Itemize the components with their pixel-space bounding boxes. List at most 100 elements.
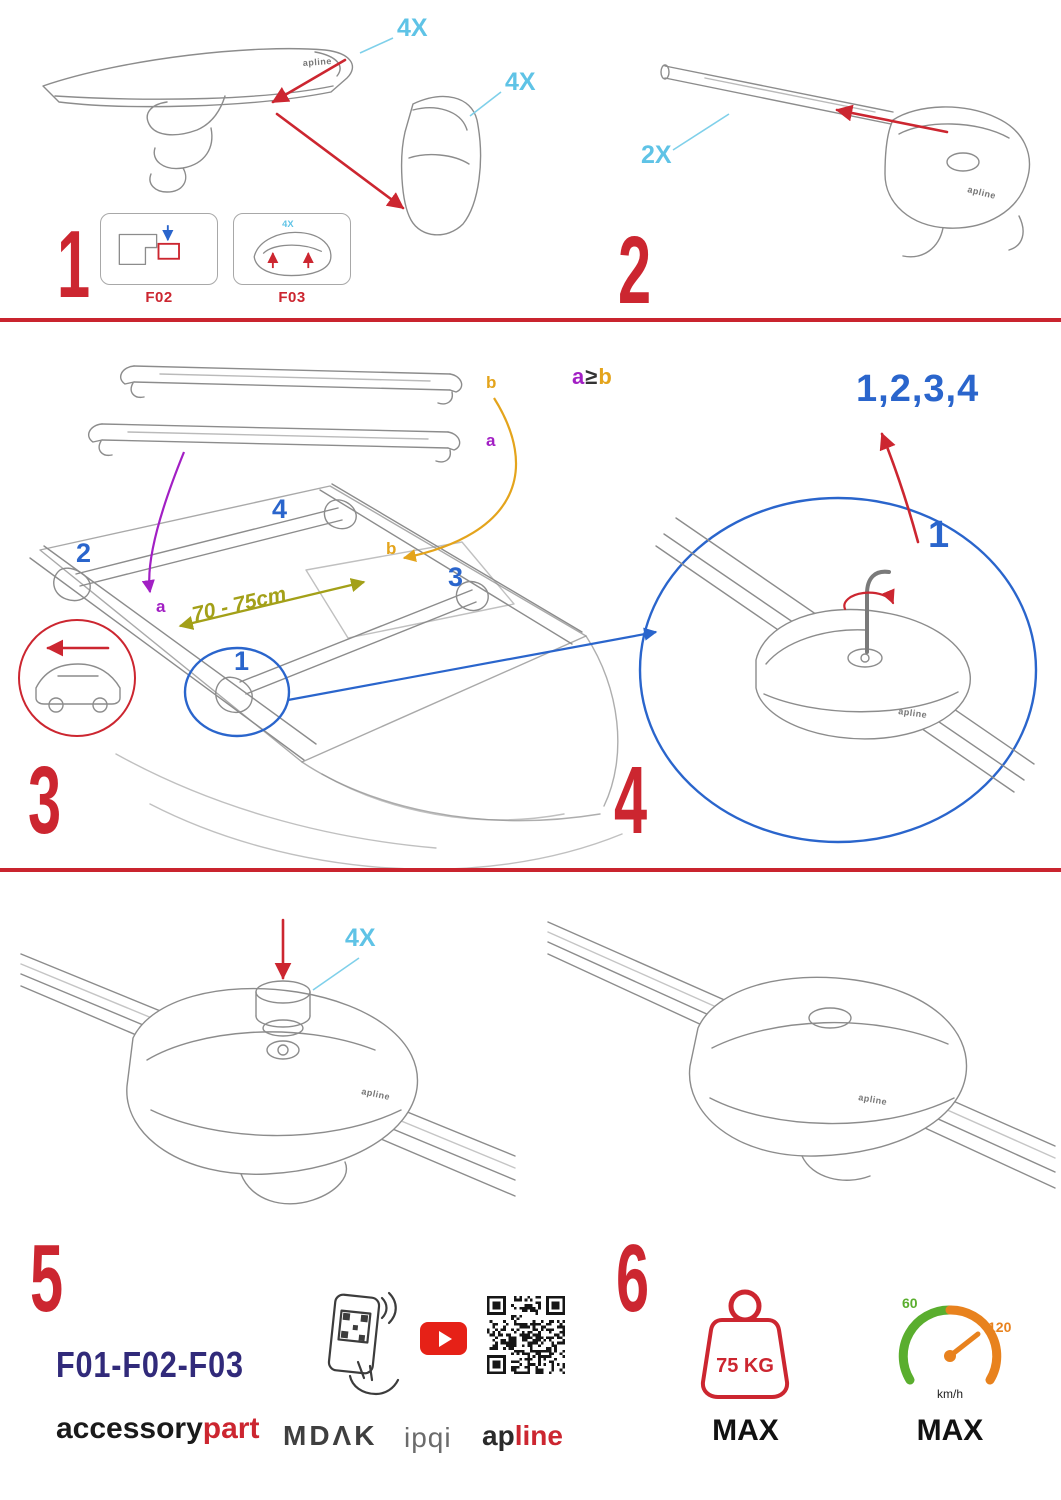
car-orientation-inset bbox=[18, 619, 136, 737]
bar-a-pointer-curve bbox=[141, 451, 186, 594]
step-number-2: 2 bbox=[618, 217, 652, 324]
step-number-6: 6 bbox=[616, 1225, 650, 1332]
distance-label: 70 - 75cm bbox=[190, 583, 288, 627]
step-1-section: apline 4X 4X bbox=[0, 0, 610, 318]
roof-label-a: a bbox=[156, 597, 166, 616]
position-label-2: 2 bbox=[76, 538, 91, 568]
bar-label-b: b bbox=[486, 373, 496, 392]
crossbar-a-drawing bbox=[88, 423, 461, 463]
qty-label: 2X bbox=[641, 141, 672, 169]
assembly-arrows bbox=[271, 58, 405, 210]
car-roof-drawing bbox=[29, 483, 623, 870]
accessorypart-logo-red: part bbox=[202, 1412, 260, 1445]
gauge-orange-arc bbox=[945, 1305, 1002, 1385]
weight-limit-icon: 75 KG bbox=[700, 1289, 790, 1399]
foot-logo-text: apline bbox=[898, 706, 928, 720]
detail-connector-line bbox=[287, 627, 658, 702]
qty-label: 4X bbox=[345, 924, 376, 952]
step2-illustration: apline 2X bbox=[641, 64, 1031, 258]
apline-logo-red: line bbox=[514, 1420, 563, 1451]
accessorypart-logo-black: accessory bbox=[56, 1412, 203, 1445]
step-4-section: apline 1,2,3,4 1 4 bbox=[610, 322, 1061, 868]
hand-drawing bbox=[348, 1360, 400, 1396]
rule-operator: ≥ bbox=[585, 364, 598, 389]
crossbar-end-drawing bbox=[42, 47, 353, 193]
step1-illustration: apline 4X 4X bbox=[42, 14, 536, 236]
speed-low-label: 60 bbox=[902, 1295, 918, 1311]
weight-value-label: 75 KG bbox=[716, 1355, 774, 1377]
weight-handle bbox=[728, 1289, 762, 1323]
allen-key-drawing bbox=[865, 569, 891, 654]
apline-logo: apline bbox=[482, 1420, 563, 1452]
mdak-logo: MDΛK bbox=[283, 1420, 378, 1451]
tighten-sequence-label: 1,2,3,4 bbox=[856, 368, 980, 410]
part-box-f02-icon bbox=[118, 225, 180, 266]
ipqi-logo: ipqi bbox=[404, 1422, 452, 1453]
accessorypart-logo: accessorypart bbox=[56, 1412, 259, 1446]
foot-detail-drawing bbox=[755, 608, 971, 740]
phone-qr-pixels bbox=[340, 1312, 369, 1342]
phone-outline bbox=[327, 1293, 381, 1375]
bar-label-a: a bbox=[486, 431, 496, 450]
part-box-f02 bbox=[100, 213, 218, 285]
sequence-arrow bbox=[879, 432, 920, 544]
foot-logo-text: apline bbox=[967, 184, 998, 201]
first-position-label: 1 bbox=[928, 514, 950, 556]
phone-scan-icon bbox=[327, 1291, 400, 1396]
gauge-green-arc bbox=[898, 1305, 955, 1385]
position-label-4: 4 bbox=[272, 494, 287, 524]
step-5-section: 4X apline 5 bbox=[0, 872, 610, 1327]
section-divider bbox=[0, 318, 1061, 322]
qty-label-bar: 4X bbox=[397, 14, 428, 42]
foot-drawing bbox=[884, 106, 1031, 258]
qr-modules bbox=[487, 1296, 565, 1374]
cover-part-drawing bbox=[400, 95, 482, 236]
speed-max-label: MAX bbox=[916, 1414, 984, 1447]
model-codes-label: F01-F02-F03 bbox=[56, 1344, 244, 1385]
mounted-crossbars-drawing bbox=[53, 499, 489, 713]
weight-max-label: MAX bbox=[712, 1414, 779, 1447]
section-divider bbox=[0, 868, 1061, 872]
lock-knob-drawing bbox=[255, 980, 311, 1037]
step3-illustration: b a bbox=[18, 365, 658, 870]
foot-closed-drawing bbox=[688, 976, 968, 1181]
step-6-section: apline 6 bbox=[540, 872, 1061, 1327]
box-qty-label: 4X bbox=[282, 219, 294, 229]
step6-illustration: apline bbox=[547, 921, 1056, 1189]
play-triangle-icon bbox=[438, 1330, 452, 1347]
position-label-1: 1 bbox=[234, 646, 249, 676]
crossbar-b-drawing bbox=[120, 365, 463, 405]
gauge-hub bbox=[944, 1350, 956, 1362]
qty-label-cover: 4X bbox=[505, 68, 536, 96]
part-box-f03-icon: 4X bbox=[253, 219, 332, 277]
speed-high-label: 120 bbox=[988, 1319, 1012, 1335]
step-2-section: apline 2X 2 bbox=[610, 0, 1061, 324]
foot-cover-drawing bbox=[126, 987, 419, 1205]
detail-circle bbox=[638, 496, 1038, 844]
step5-illustration: 4X apline bbox=[20, 918, 516, 1205]
length-rule-label: a≥b bbox=[572, 364, 612, 390]
position-label-3: 3 bbox=[448, 562, 463, 592]
qr-code-icon bbox=[487, 1296, 565, 1374]
qty-leader-line bbox=[672, 113, 730, 151]
part-box-f03: 4X bbox=[233, 213, 351, 285]
youtube-icon bbox=[420, 1322, 467, 1355]
rule-b: b bbox=[598, 364, 612, 389]
qty-leader-line bbox=[359, 37, 394, 54]
part-box-f03-label: F03 bbox=[278, 289, 306, 306]
weight-body bbox=[700, 1318, 790, 1399]
step4-illustration: apline bbox=[638, 432, 1038, 844]
apline-logo-black: ap bbox=[482, 1420, 515, 1451]
slide-in-arrow bbox=[835, 104, 949, 134]
step-number-5: 5 bbox=[30, 1225, 64, 1332]
bar-b-pointer-curve bbox=[402, 397, 517, 563]
bar-logo-text: apline bbox=[302, 56, 332, 68]
speed-unit-label: km/h bbox=[937, 1387, 963, 1401]
qty-leader-line bbox=[469, 91, 502, 117]
speedometer-icon: 60 120 km/h bbox=[898, 1295, 1012, 1401]
part-box-f02-label: F02 bbox=[145, 289, 173, 306]
step-number-4: 4 bbox=[614, 747, 648, 854]
step-number-3: 3 bbox=[28, 747, 62, 854]
foot-logo-text: apline bbox=[858, 1092, 888, 1107]
